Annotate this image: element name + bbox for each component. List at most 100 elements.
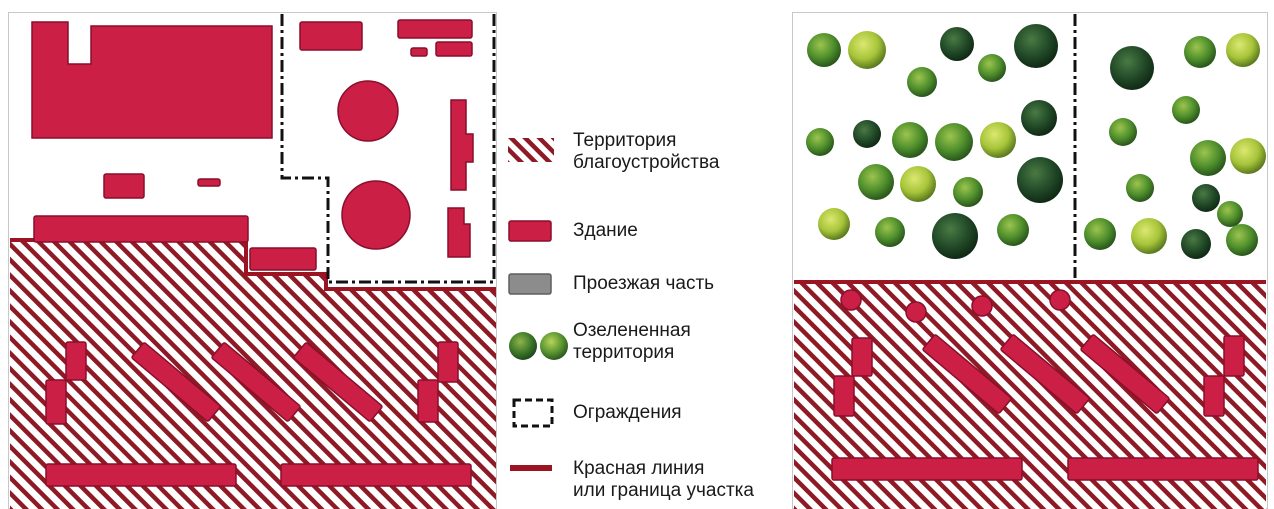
tree-icon: [980, 122, 1016, 158]
legend-label-fence-line1: Ограждения: [573, 402, 682, 423]
tree-icon: [1110, 46, 1154, 90]
tree-icon: [1190, 140, 1226, 176]
tree-icon: [1226, 224, 1258, 256]
roadway-swatch-icon: [508, 273, 552, 295]
building-diagonal-2: [211, 342, 301, 422]
tree-icon: [1181, 229, 1211, 259]
legend-label-roadway-line1: Проезжая часть: [573, 273, 715, 294]
legend-item-roadway: Проезжая часть: [508, 270, 788, 296]
tree-icon: [892, 122, 928, 158]
legend-label-landscaping-line1: Территория: [573, 130, 677, 151]
building-long: [33, 215, 249, 243]
building-pair-left-2: [45, 379, 67, 425]
building-pair-left-2: [833, 375, 855, 417]
tree-group-right: [1084, 33, 1266, 259]
building-fenced-2: [397, 19, 473, 39]
tree-icon: [875, 217, 905, 247]
tree-group-left: [806, 24, 1063, 259]
tree-icon: [848, 31, 886, 69]
building-bar-1: [45, 463, 237, 487]
fence-swatch-icon: [512, 398, 554, 428]
tree-icon: [1230, 138, 1266, 174]
legend: Территория благоустройства Здание Проезж…: [508, 130, 788, 509]
tree-icon: [818, 208, 850, 240]
tree-icon: [953, 177, 983, 207]
building-round-2: [341, 180, 411, 250]
tree-icon: [1172, 96, 1200, 124]
building-diagonal-1: [922, 334, 1012, 414]
tree-icon: [1131, 218, 1167, 254]
left-fence: [280, 14, 496, 284]
building-bar-1: [831, 457, 1023, 481]
tree-icon: [940, 27, 974, 61]
tree-icon: [1192, 184, 1220, 212]
round-feature-1: [840, 289, 862, 311]
legend-label-greenery: Озелененная территория: [573, 320, 691, 364]
building-pair-left-1: [851, 337, 873, 377]
building-pair-left-1: [65, 341, 87, 381]
building-small-1: [103, 173, 145, 199]
round-feature-3: [971, 295, 993, 317]
building-fenced-5: [450, 99, 474, 191]
tree-icon: [1084, 218, 1116, 250]
building-fenced-3: [410, 47, 428, 57]
tree-icon: [1109, 118, 1137, 146]
building-pair-right-2: [1203, 375, 1225, 417]
tree-icon: [1021, 100, 1057, 136]
tree-icon: [853, 120, 881, 148]
tree-icon: [978, 54, 1006, 82]
building-diagonal-2: [1000, 334, 1090, 414]
building-diagonal-1: [131, 342, 221, 422]
building-diagonal-3: [293, 342, 383, 422]
legend-label-landscaping: Территория благоустройства: [573, 130, 719, 174]
building-corner: [249, 247, 317, 271]
legend-label-red-line: Красная линия или граница участка: [573, 458, 754, 502]
right-site-plan: [792, 12, 1268, 509]
left-site-plan: [8, 12, 497, 509]
building-pair-right-1: [1223, 335, 1245, 377]
tree-icon: [1126, 174, 1154, 202]
tree-icon: [1184, 36, 1216, 68]
legend-item-red-line: Красная линия или граница участка: [508, 458, 788, 508]
building-diagonal-3: [1080, 334, 1170, 414]
tree-icon: [900, 166, 936, 202]
hatch-icon: [508, 138, 554, 162]
round-feature-4: [1049, 289, 1071, 311]
legend-item-landscaping: Территория благоустройства: [508, 130, 788, 180]
tree-icon: [1217, 201, 1243, 227]
tree-icon: [932, 213, 978, 259]
legend-label-red-line-line2: или граница участка: [573, 480, 754, 501]
building-round-1: [337, 80, 399, 142]
tree-icon: [858, 164, 894, 200]
legend-item-greenery: Озелененная территория: [508, 320, 788, 370]
building-swatch-icon: [508, 220, 552, 242]
legend-label-building: Здание: [573, 220, 638, 242]
building-bar-2: [280, 463, 472, 487]
building-fenced-4: [435, 41, 473, 57]
legend-label-landscaping-line2: благоустройства: [573, 152, 720, 173]
legend-label-red-line-line1: Красная линия: [573, 458, 705, 479]
legend-item-fence: Ограждения: [508, 398, 788, 428]
tree-icon: [907, 67, 937, 97]
legend-label-greenery-line1: Озелененная: [573, 320, 691, 341]
legend-label-fence: Ограждения: [573, 402, 682, 424]
tree-icon: [935, 123, 973, 161]
building-bar-2: [1067, 457, 1259, 481]
building-small-2: [197, 178, 221, 187]
tree-icon: [1017, 157, 1063, 203]
building-pair-right-2: [417, 379, 439, 423]
building-pair-right-1: [437, 341, 459, 383]
legend-label-roadway: Проезжая часть: [573, 273, 714, 295]
tree-icon: [997, 214, 1029, 246]
tree-icon: [806, 128, 834, 156]
tree-icon: [1014, 24, 1058, 68]
tree-swatch-icon: [509, 332, 568, 360]
tree-icon: [1226, 33, 1260, 67]
legend-item-building: Здание: [508, 218, 788, 244]
tree-icon: [807, 33, 841, 67]
legend-label-greenery-line2: территория: [573, 342, 675, 363]
legend-label-building-line1: Здание: [573, 220, 638, 241]
building-fenced-6: [447, 207, 471, 258]
red-line-swatch-icon: [510, 465, 552, 471]
building-large-notched: [31, 21, 273, 139]
